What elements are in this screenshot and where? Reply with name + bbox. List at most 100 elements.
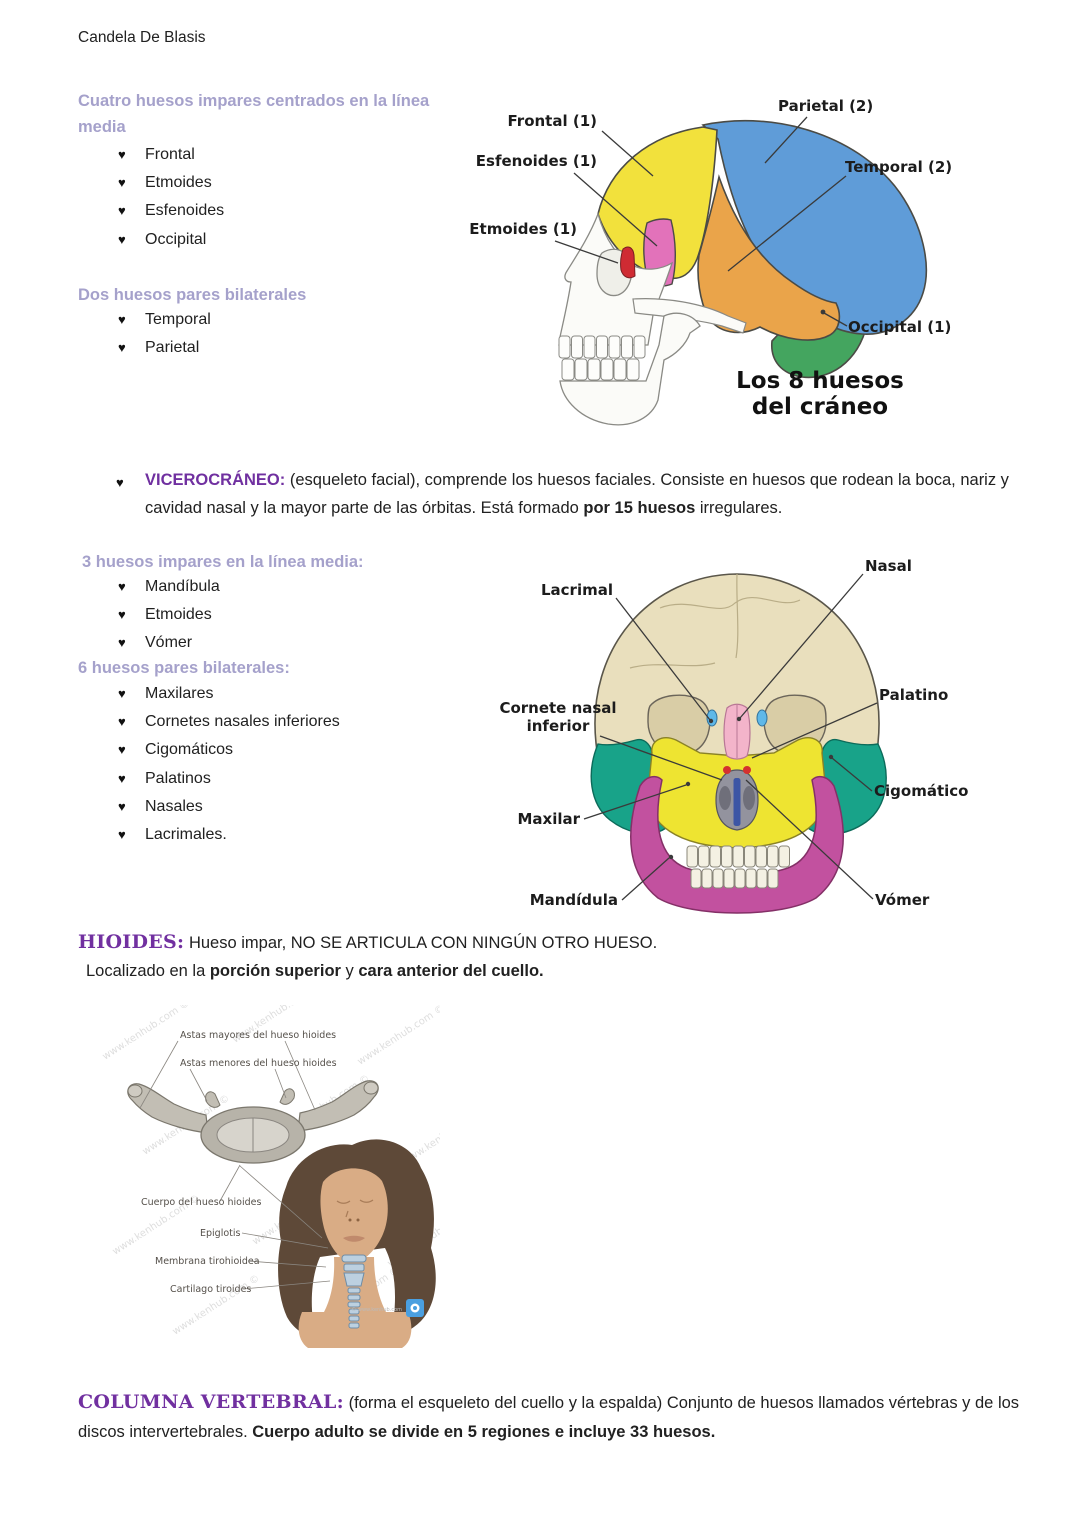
- label-temporal: Temporal (2): [845, 158, 952, 176]
- list-item-label: Cigomáticos: [145, 741, 234, 759]
- heart-bullet-icon: ♥: [118, 175, 126, 191]
- heart-bullet-icon: ♥: [118, 714, 126, 730]
- larynx: [341, 1254, 367, 1329]
- label-vomer: Vómer: [875, 891, 930, 909]
- page-author: Candela De Blasis: [78, 29, 206, 46]
- list-item: ♥ Lacrimales.: [78, 821, 340, 849]
- label-esfenoides: Esfenoides (1): [476, 152, 597, 170]
- figure-caption-line2: del cráneo: [752, 394, 888, 420]
- svg-text:www.kenhub.com ©: www.kenhub.com ©: [171, 1273, 262, 1337]
- hioides-paragraph: HIOIDES: Hueso impar, NO SE ARTICULA CON…: [78, 928, 928, 985]
- lesser-horn-right: [279, 1088, 295, 1105]
- list-item-label: Frontal: [145, 146, 195, 163]
- heading-3-impares: 3 huesos impares en la línea media:: [82, 553, 364, 571]
- greater-horn-right: [297, 1080, 379, 1132]
- list-item: ♥ Vómer: [78, 629, 220, 657]
- label-cartilago: Cartilago tiroides: [170, 1284, 251, 1295]
- list-item: ♥Occipital: [78, 226, 224, 254]
- heart-bullet-icon: ♥: [116, 475, 124, 490]
- leader-lines: [554, 116, 848, 327]
- list-item-label: Cornetes nasales inferiores: [145, 713, 340, 731]
- hioides-bold1: porción superior: [209, 962, 341, 980]
- list-item: ♥Parietal: [78, 334, 211, 362]
- heading-huesos-pares: Dos huesos pares bilaterales: [78, 286, 307, 304]
- list-item: ♥Temporal: [78, 306, 211, 334]
- list-huesos-impares: ♥ Frontal ♥ Etmoides ♥ Esfenoides ♥Occipita…: [78, 141, 224, 254]
- list-item: ♥ Esfenoides: [78, 197, 224, 225]
- mandibula-region: [630, 775, 844, 914]
- viscerocraneo-paragraph: ♥ VICEROCRÁNEO: (esqueleto facial), comp…: [78, 467, 1028, 522]
- list-6-pares: ♥Maxilares ♥Cornetes nasales inferiores …: [78, 680, 340, 849]
- label-astas-mayores: Astas mayores del hueso hioides: [180, 1030, 336, 1041]
- list-3-impares: ♥Mandíbula ♥Etmoides ♥Vómer: [78, 573, 220, 658]
- lacrimal-right: [756, 709, 768, 727]
- list-item-label: Esfenoides: [145, 202, 225, 220]
- nostril-right: [356, 1218, 360, 1222]
- columna-text: (forma el esqueleto del cuello y la espa…: [78, 1394, 1020, 1441]
- list-item: ♥ Cigomáticos: [78, 736, 340, 764]
- list-item-label: Lacrimales.: [145, 826, 227, 844]
- kenhub-logo-center: [413, 1306, 417, 1310]
- palatino-red-right: [743, 766, 751, 774]
- label-occipital: Occipital (1): [848, 318, 951, 336]
- hyoid-figure: www.kenhub.com © www.kenhub.com © www.ke…: [101, 1005, 440, 1348]
- nostril-left: [348, 1218, 352, 1222]
- label-epiglotis: Epiglotis: [200, 1228, 241, 1239]
- greater-horn-left: [127, 1083, 209, 1134]
- concha-left: [719, 786, 731, 810]
- list-item-label: Palatinos: [145, 769, 211, 787]
- svg-text:www.kenhub.com ©: www.kenhub.com ©: [356, 1005, 440, 1068]
- lateral-skull-figure: Frontal (1) Parietal (2) Esfenoides (1) …: [469, 97, 952, 426]
- viscerocraneo-bold: por 15 huesos: [583, 498, 696, 517]
- palatino-red-left: [723, 766, 731, 774]
- hioides-line2: Localizado en la: [86, 962, 210, 980]
- teeth: [686, 845, 790, 889]
- label-palatino: Palatino: [879, 686, 948, 704]
- hyoid-bone: [127, 1080, 379, 1164]
- heart-bullet-icon: ♥: [118, 635, 126, 651]
- teeth: [558, 335, 646, 381]
- list-huesos-pares: ♥Temporal ♥Parietal: [78, 306, 211, 362]
- heart-bullet-icon: ♥: [118, 312, 126, 327]
- label-nasal: Nasal: [865, 557, 912, 575]
- label-cornete-line1: Cornete nasal: [500, 699, 617, 717]
- face-details: [336, 1199, 374, 1218]
- list-item: ♥Mandíbula: [78, 573, 220, 601]
- figure-caption-line1: Los 8 huesos: [736, 368, 904, 394]
- face: [320, 1168, 388, 1263]
- leader-lines: [583, 573, 878, 901]
- label-lacrimal: Lacrimal: [541, 581, 613, 599]
- horn-tip-left: [127, 1084, 143, 1098]
- list-item-label: Vómer: [145, 634, 193, 652]
- label-etmoides: Etmoides (1): [469, 220, 577, 238]
- list-item: ♥ Etmoides: [78, 169, 224, 197]
- heart-bullet-icon: ♥: [118, 607, 126, 623]
- hioides-bold2: cara anterior del cuello.: [358, 962, 544, 980]
- list-item-label: Nasales: [145, 797, 203, 815]
- heart-bullet-icon: ♥: [118, 770, 126, 786]
- label-astas-menores: Astas menores del hueso hioides: [180, 1058, 337, 1069]
- svg-text:www.kenhub.com ©: www.kenhub.com ©: [101, 1005, 192, 1063]
- suture-lines: [629, 573, 801, 669]
- frontal-skull-figure: Lacrimal Nasal Palatino Cornete nasal in…: [500, 557, 968, 914]
- columna-paragraph: COLUMNA VERTEBRAL: (forma el esqueleto d…: [78, 1388, 1026, 1447]
- heart-bullet-icon: ♥: [118, 827, 126, 843]
- chest: [298, 1312, 412, 1348]
- list-item: ♥Maxilares: [78, 680, 340, 708]
- list-item: ♥ Cornetes nasales inferiores: [78, 708, 340, 736]
- heading-huesos-impares: Cuatro huesos impares centrados en la lí…: [78, 92, 430, 136]
- label-frontal: Frontal (1): [508, 112, 597, 130]
- hioides-term: HIOIDES:: [78, 931, 185, 953]
- label-cigomatico: Cigomático: [874, 782, 968, 800]
- mandible-profile: [559, 312, 701, 426]
- viscerocraneo-text-end: irregulares.: [695, 498, 783, 517]
- heart-bullet-icon: ♥: [118, 203, 126, 219]
- list-item-label: Etmoides: [145, 174, 212, 192]
- concha-right: [743, 786, 755, 810]
- lips: [343, 1235, 365, 1242]
- heart-bullet-icon: ♥: [118, 742, 126, 758]
- horn-tip-right: [363, 1081, 379, 1095]
- hioides-text: Hueso impar, NO SE ARTICULA CON NINGÚN O…: [184, 934, 658, 952]
- label-mandibula: Mandídula: [530, 891, 618, 909]
